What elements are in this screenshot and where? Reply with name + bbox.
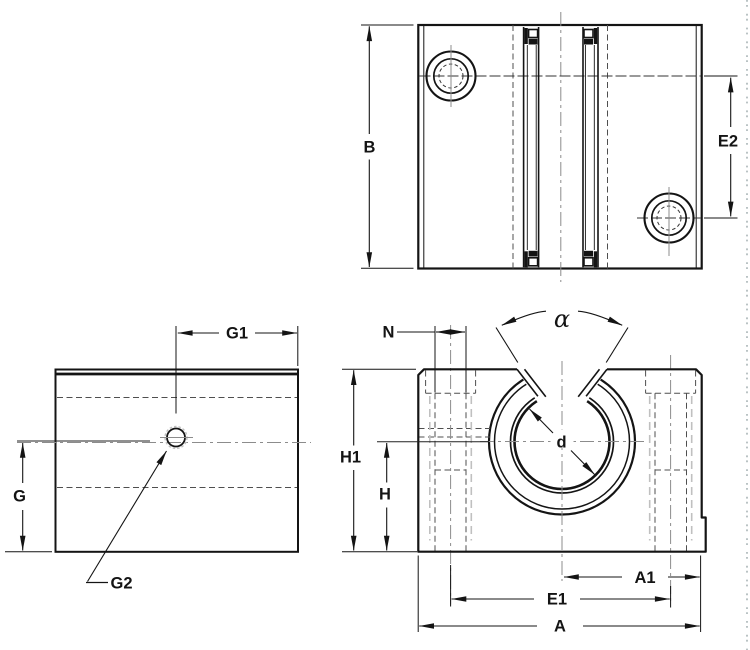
dim-G2-leader: G2: [86, 450, 167, 593]
dim-label-d: d: [556, 434, 566, 452]
mount-hole-bottom-right: [643, 187, 695, 256]
dim-label-g1: G1: [226, 325, 248, 343]
dim-H1: H1: [340, 368, 417, 553]
dim-E2: E2: [718, 77, 738, 217]
dim-B: B: [361, 24, 414, 269]
top-view: B E2: [361, 12, 738, 282]
dim-label-n: N: [383, 324, 395, 342]
hidden-hole-right: [645, 355, 697, 605]
dim-N: N: [383, 324, 467, 393]
dim-label-alpha: α: [554, 305, 570, 333]
dim-label-b: B: [364, 139, 376, 157]
seal-slot-right: [582, 27, 599, 268]
top-view-block: [417, 23, 703, 270]
dim-H: H: [377, 441, 489, 551]
dim-A: A: [417, 555, 700, 636]
seal-slot-left: [522, 27, 540, 268]
front-view: N α d H1: [340, 305, 707, 636]
dim-label-e2: E2: [718, 133, 738, 151]
dim-alpha: α: [495, 305, 629, 363]
dim-d: d: [529, 408, 596, 475]
side-view: G1 G G2: [5, 325, 311, 593]
slit-walls: [516, 368, 608, 398]
dim-G: G: [5, 442, 52, 553]
dim-E1: E1: [450, 565, 672, 609]
dim-label-a1: A1: [634, 569, 655, 587]
dim-label-h: H: [379, 486, 391, 504]
dim-label-g: G: [13, 488, 26, 506]
dim-label-g2: G2: [111, 575, 133, 593]
dim-label-h1: H1: [340, 449, 361, 467]
grease-hole: [160, 425, 193, 450]
dim-G1: G1: [175, 325, 299, 414]
side-view-block: [54, 368, 299, 553]
hidden-hole-left: [425, 325, 477, 605]
dim-label-a: A: [554, 618, 566, 636]
front-view-block: [417, 368, 707, 553]
mount-hole-top-left: [425, 45, 477, 107]
dim-label-e1: E1: [547, 591, 567, 609]
dim-A1: A1: [563, 555, 702, 632]
